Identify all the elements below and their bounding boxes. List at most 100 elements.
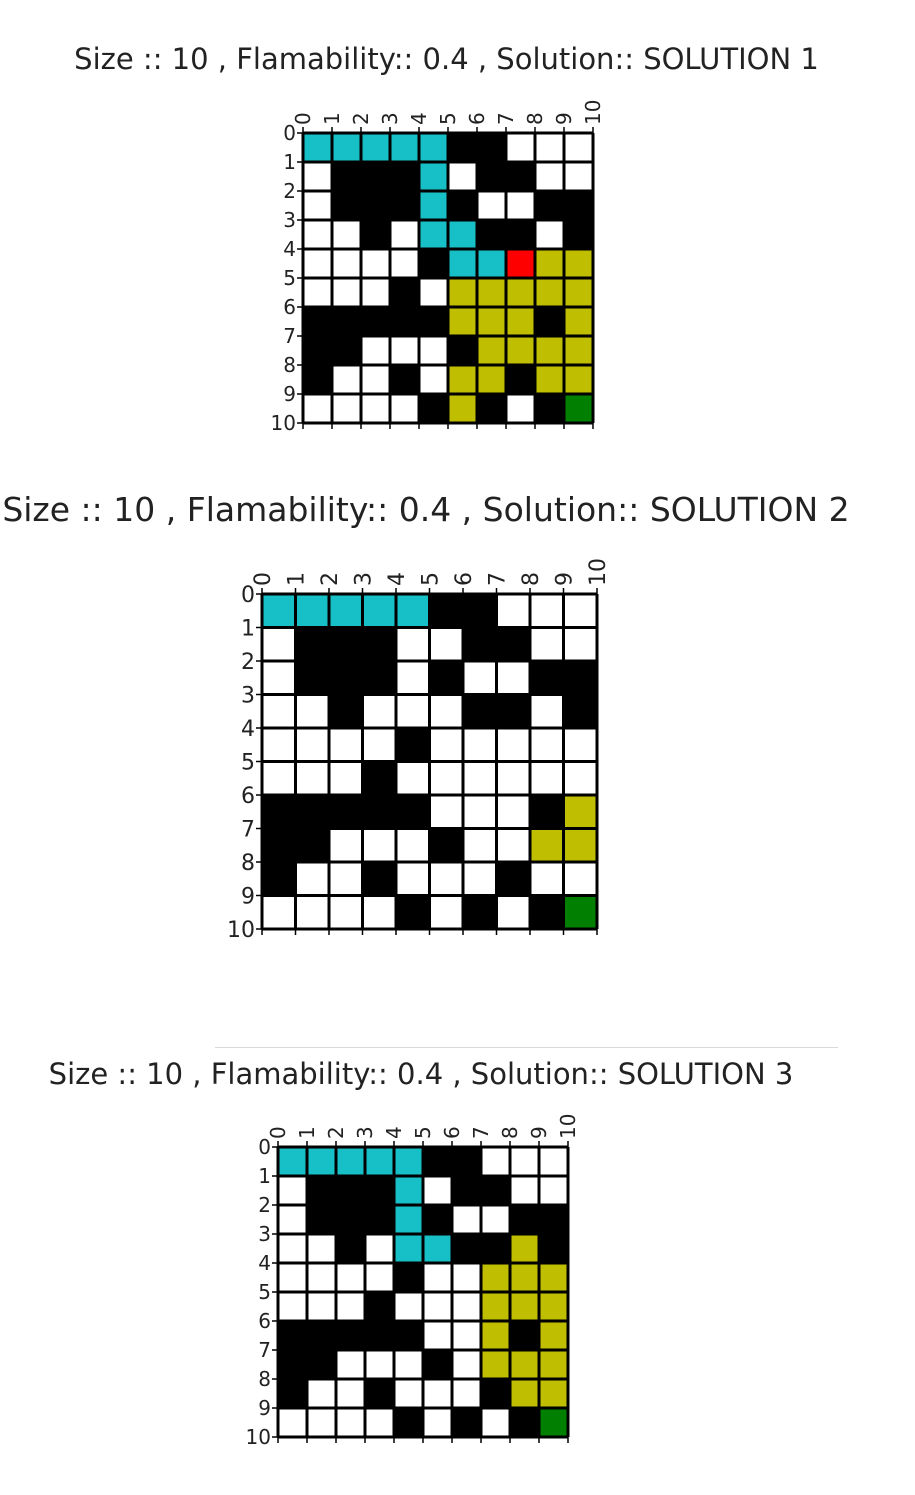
heatmap-cell-white	[496, 795, 530, 829]
x-tick-label: 10	[586, 558, 611, 586]
heatmap-cell-black	[429, 828, 463, 862]
y-tick-label: 9	[258, 1396, 271, 1420]
heatmap-cell-white	[530, 728, 564, 762]
heatmap-cell-red	[506, 249, 535, 278]
heatmap-cell-white	[496, 728, 530, 762]
heatmap-cell-white	[563, 627, 597, 661]
heatmap-cell-black	[419, 307, 448, 336]
heatmap-cell-cyan	[448, 249, 477, 278]
heatmap-cell-white	[452, 1205, 481, 1234]
heatmap-cell-white	[295, 761, 329, 795]
heatmap-cell-white	[390, 394, 419, 423]
y-tick-label: 8	[283, 353, 296, 377]
heatmap-cell-black	[535, 307, 564, 336]
heatmap-cell-white	[336, 1379, 365, 1408]
heatmap-cell-white	[329, 761, 363, 795]
x-tick-label: 6	[465, 112, 489, 125]
heatmap-cell-black	[390, 278, 419, 307]
heatmap-cell-white	[496, 828, 530, 862]
heatmap-cell-black	[278, 1379, 307, 1408]
heatmap-cell-olive	[506, 278, 535, 307]
heatmap-cell-black	[481, 1234, 510, 1263]
heatmap-cell-cyan	[419, 162, 448, 191]
heatmap-cell-black	[362, 862, 396, 896]
y-tick-label: 9	[241, 884, 255, 909]
heatmap-cell-black	[361, 220, 390, 249]
x-tick-label: 8	[519, 572, 544, 586]
y-tick-label: 1	[241, 616, 255, 641]
heatmap-cell-white	[530, 594, 564, 628]
heatmap-cell-black	[396, 895, 430, 929]
heatmap-cell-cyan	[448, 220, 477, 249]
heatmap-cell-white	[530, 862, 564, 896]
heatmap-cell-white	[262, 661, 296, 695]
heatmap-cell-white	[307, 1379, 336, 1408]
heatmap-cell-white	[278, 1176, 307, 1205]
heatmap-cell-white	[336, 1263, 365, 1292]
x-tick-label: 9	[552, 572, 577, 586]
x-tick-label: 10	[556, 1114, 580, 1139]
heatmap-cell-white	[506, 394, 535, 423]
heatmap-cell-black	[365, 1205, 394, 1234]
heatmap-cell-cyan	[394, 1205, 423, 1234]
heatmap-cell-black	[535, 191, 564, 220]
heatmap-cell-black	[295, 828, 329, 862]
heatmap-cell-white	[262, 728, 296, 762]
x-tick-label: 0	[291, 112, 315, 125]
heatmap-cell-olive	[539, 1350, 568, 1379]
heatmap-cell-white	[329, 828, 363, 862]
heatmap-cell-white	[307, 1408, 336, 1437]
heatmap-cell-olive	[510, 1379, 539, 1408]
heatmap-cell-white	[563, 862, 597, 896]
heatmap-cell-white	[396, 661, 430, 695]
y-tick-label: 8	[258, 1367, 271, 1391]
heatmap-cell-black	[477, 220, 506, 249]
heatmap-cell-white	[336, 1350, 365, 1379]
y-tick-label: 7	[258, 1338, 271, 1362]
heatmap-cell-white	[463, 828, 497, 862]
heatmap-cell-white	[365, 1408, 394, 1437]
y-tick-label: 3	[241, 683, 255, 708]
heatmap-cell-white	[303, 162, 332, 191]
x-tick-label: 0	[251, 572, 276, 586]
x-tick-label: 5	[418, 572, 443, 586]
heatmap-cell-white	[295, 728, 329, 762]
heatmap-cell-white	[396, 627, 430, 661]
heatmap-cell-black	[336, 1321, 365, 1350]
heatmap-cell-white	[329, 728, 363, 762]
heatmap-cell-white	[278, 1234, 307, 1263]
heatmap-cell-white	[307, 1263, 336, 1292]
y-tick-label: 0	[241, 583, 255, 608]
heatmap-cell-black	[506, 162, 535, 191]
chart-title-1: Size :: 10 , Flamability:: 0.4 , Solutio…	[74, 42, 819, 76]
heatmap-cell-white	[332, 365, 361, 394]
heatmap-cell-white	[539, 1176, 568, 1205]
heatmap-cell-cyan	[419, 133, 448, 162]
heatmap-cell-white	[365, 1350, 394, 1379]
heatmap-cell-white	[329, 895, 363, 929]
heatmap-cell-black	[307, 1350, 336, 1379]
x-tick-label: 9	[527, 1126, 551, 1139]
y-tick-label: 6	[258, 1309, 271, 1333]
heatmap-cell-black	[365, 1379, 394, 1408]
heatmap-cell-black	[530, 661, 564, 695]
heatmap-cell-white	[390, 336, 419, 365]
heatmap-cell-olive	[510, 1350, 539, 1379]
heatmap-cell-white	[394, 1379, 423, 1408]
x-tick-label: 4	[407, 112, 431, 125]
heatmap-cell-black	[365, 1321, 394, 1350]
heatmap-cell-black	[496, 627, 530, 661]
heatmap-cell-black	[452, 1234, 481, 1263]
heatmap-cell-black	[448, 191, 477, 220]
x-tick-label: 7	[485, 572, 510, 586]
x-tick-label: 2	[324, 1126, 348, 1139]
heatmap-cell-olive	[535, 249, 564, 278]
heatmap-cell-olive	[535, 278, 564, 307]
y-tick-label: 10	[271, 411, 296, 435]
heatmap-cell-white	[477, 191, 506, 220]
divider-line	[215, 1047, 838, 1048]
heatmap-cell-black	[481, 1176, 510, 1205]
heatmap-cell-black	[361, 307, 390, 336]
heatmap-cell-cyan	[390, 133, 419, 162]
